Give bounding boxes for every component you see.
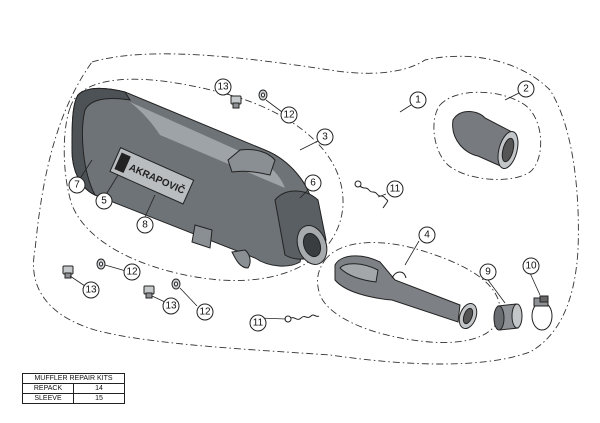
kit-name: SLEEVE — [22, 393, 74, 404]
svg-text:13: 13 — [85, 285, 97, 296]
kit-number: 14 — [73, 383, 125, 394]
callout-2: 2 — [517, 80, 535, 98]
svg-text:3: 3 — [322, 132, 328, 143]
svg-text:5: 5 — [101, 196, 107, 207]
svg-text:6: 6 — [310, 178, 316, 189]
callout-12-top: 12 — [280, 106, 298, 124]
kit-number: 15 — [73, 393, 125, 404]
callout-5: 5 — [95, 192, 113, 210]
svg-text:8: 8 — [142, 220, 148, 231]
callout-13-middle: 13 — [162, 297, 180, 315]
sleeve-boundary-outline — [433, 91, 542, 180]
bolt-part-top — [230, 95, 242, 109]
spring-part-top — [354, 180, 389, 209]
leader-lines — [69, 91, 541, 320]
muffler-repair-kits-table: MUFFLER REPAIR KITS REPACK 14 SLEEVE 15 — [22, 373, 125, 404]
svg-text:7: 7 — [74, 180, 80, 191]
kit-name: REPACK — [22, 383, 74, 394]
svg-text:9: 9 — [485, 267, 491, 278]
kit-boundary-outline — [33, 53, 579, 365]
washer-part-top — [258, 89, 268, 101]
clamp-part — [531, 295, 553, 331]
table-row: REPACK 14 — [22, 383, 125, 394]
svg-text:2: 2 — [523, 84, 529, 95]
callout-12-middle: 12 — [196, 303, 214, 321]
callout-11-bottom: 11 — [249, 314, 267, 332]
callout-10: 10 — [522, 257, 540, 275]
repair-kits-title: MUFFLER REPAIR KITS — [22, 373, 125, 384]
bolt-part-left — [62, 265, 74, 279]
callout-13-left: 13 — [82, 281, 100, 299]
sleeve-part — [452, 111, 519, 169]
band-part — [493, 303, 523, 331]
washer-part-left — [96, 258, 106, 270]
link-pipe-boundary-outline — [317, 242, 501, 343]
svg-text:11: 11 — [390, 184, 401, 195]
svg-text:11: 11 — [253, 318, 264, 329]
svg-text:12: 12 — [126, 267, 138, 278]
spring-part-bottom — [284, 314, 320, 323]
svg-text:12: 12 — [199, 307, 211, 318]
callout-13-top: 13 — [214, 78, 232, 96]
svg-text:13: 13 — [217, 82, 229, 93]
callout-12-left: 12 — [123, 263, 141, 281]
svg-text:10: 10 — [525, 261, 537, 272]
callout-9: 9 — [479, 263, 497, 281]
callout-3: 3 — [316, 128, 334, 146]
svg-text:1: 1 — [415, 95, 421, 106]
callout-1: 1 — [409, 91, 427, 109]
svg-text:4: 4 — [424, 230, 430, 241]
table-row: SLEEVE 15 — [22, 393, 125, 404]
callout-4: 4 — [418, 226, 436, 244]
callout-11-top: 11 — [386, 180, 404, 198]
svg-text:13: 13 — [165, 301, 177, 312]
callout-7: 7 — [68, 176, 86, 194]
callout-6: 6 — [304, 174, 322, 192]
bolt-part-middle — [143, 285, 155, 299]
washer-part-middle — [171, 278, 181, 290]
svg-text:12: 12 — [283, 110, 295, 121]
callout-8: 8 — [136, 216, 154, 234]
link-pipe-part — [334, 255, 478, 330]
muffler-body: AKRAPOVIČ — [71, 87, 328, 269]
